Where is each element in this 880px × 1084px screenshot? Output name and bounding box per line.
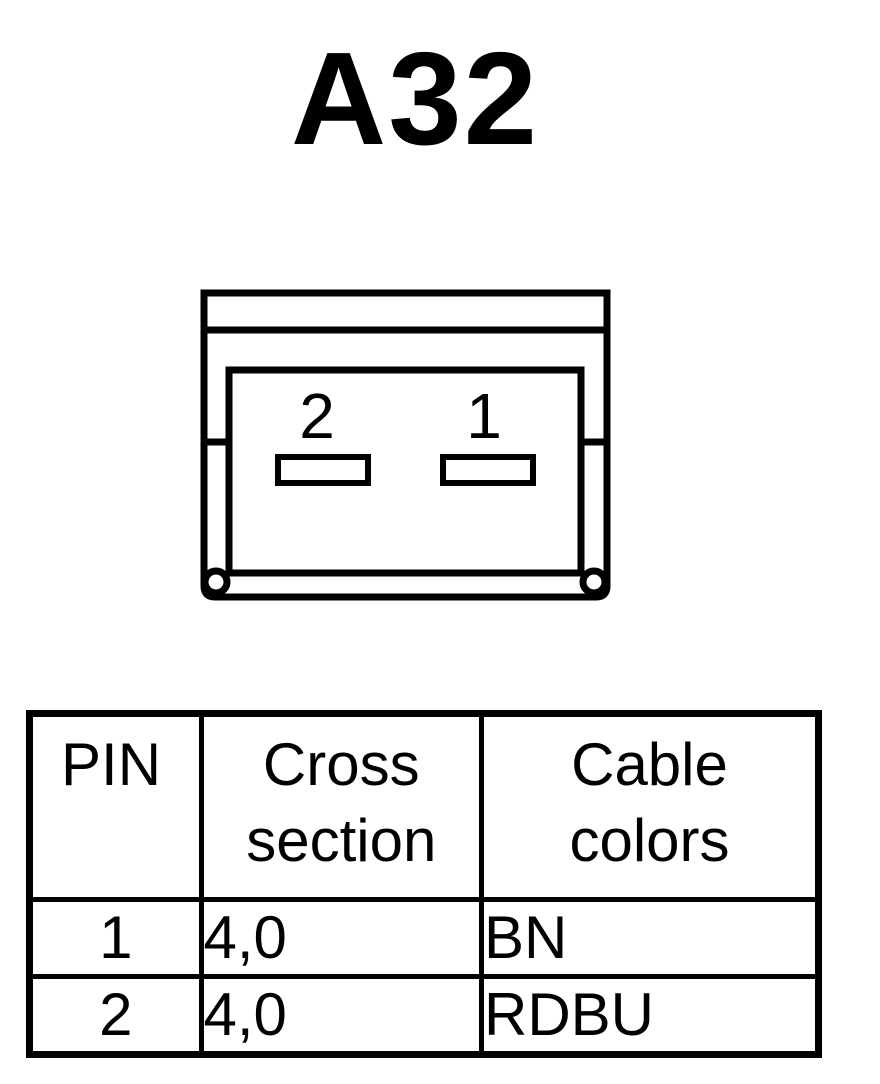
row-cross-section: 4,0 [198,897,485,979]
row-cable-color: RDBU [479,974,821,1057]
header-cross-section: Cross section [198,711,485,902]
mount-hole-right [579,567,609,597]
connector-diagram: 2 1 [200,289,611,601]
table-row: 2 4,0 RDBU [27,974,821,1057]
pin-contacts [275,454,536,486]
table-header-row: PIN Cross section Cable colors [27,711,821,902]
table-row: 1 4,0 BN [27,897,821,979]
row-pin: 2 [27,974,204,1057]
pin-contact-1 [440,454,536,486]
row-cable-color: BN [479,897,821,979]
pin-label-1: 1 [466,380,502,452]
header-pin: PIN [27,711,204,902]
connector-housing [200,289,611,601]
row-cross-section: 4,0 [198,974,485,1057]
housing-inner-face [225,366,585,577]
pin-table: PIN Cross section Cable colors 1 4,0 BN … [26,710,822,1058]
connector-title: A32 [290,25,540,172]
header-cable-colors: Cable colors [479,711,821,902]
pin-label-2: 2 [299,380,335,452]
row-pin: 1 [27,897,204,979]
housing-outer [200,289,611,601]
mount-hole-left [201,567,231,597]
pin-contact-2 [275,454,371,486]
